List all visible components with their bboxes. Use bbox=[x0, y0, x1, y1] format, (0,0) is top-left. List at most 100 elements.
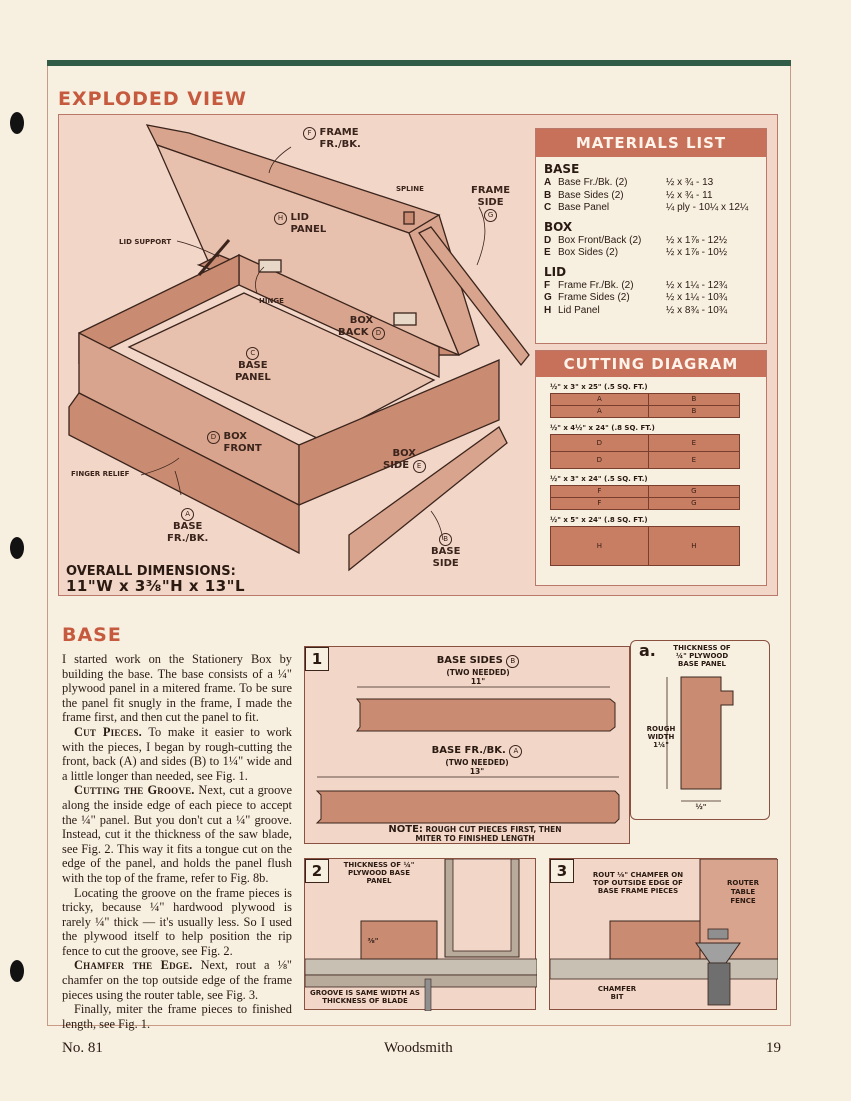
part-name: Base Panel bbox=[558, 202, 610, 213]
fig1-frbk-block: BASE FR./BK. A (TWO NEEDED) 13" bbox=[417, 745, 537, 776]
part-name: Frame Fr./Bk. (2) bbox=[558, 279, 634, 291]
cutting-title: CUTTING DIAGRAM bbox=[536, 351, 766, 377]
board-piece: G bbox=[691, 499, 697, 507]
part-letter: A bbox=[544, 177, 552, 188]
paragraph-text: Next, rout a ⅛" chamfer on the top outsi… bbox=[62, 958, 292, 1002]
fig1-sides-label: BASE SIDES bbox=[436, 655, 503, 666]
part-letter: D bbox=[544, 234, 552, 246]
figure-1: 1 BASE SIDES B (TWO NEEDED) 11" BASE FR.… bbox=[304, 646, 630, 844]
part-letter: F bbox=[544, 279, 551, 291]
part-name: Base Sides (2) bbox=[558, 189, 624, 201]
board-piece: D bbox=[551, 452, 649, 468]
label-box-side: BOX SIDE E bbox=[383, 448, 426, 473]
figure-number: 3 bbox=[550, 859, 574, 883]
run-in-head: Cut Pieces. bbox=[74, 724, 142, 739]
board-label: ½" x 3" x 25" (.5 SQ. FT.) bbox=[550, 383, 648, 391]
binder-hole bbox=[10, 960, 24, 982]
figure-2: 2 THICKNESS OF ¼" PLYWOOD BASE PANEL ⅜" … bbox=[304, 858, 537, 1011]
label-text: FRAME SIDE bbox=[471, 185, 511, 208]
label-text: BOX SIDE bbox=[383, 448, 417, 471]
label-finger-relief: FINGER RELIEF bbox=[71, 470, 130, 478]
overall-dimensions: OVERALL DIMENSIONS: 11"W x 3⅜"H x 13"L bbox=[66, 564, 245, 594]
fig3-bit-label: CHAMFER BIT bbox=[597, 985, 637, 1001]
board-piece: A bbox=[551, 394, 649, 405]
part-size: ½ x 1⅞ - 12½ bbox=[666, 234, 728, 246]
part-letter: D bbox=[371, 327, 385, 340]
board-piece: H bbox=[691, 542, 697, 550]
figure-3: 3 ROUT ⅛" CHAMFER ON TOP OUTSIDE EDGE OF… bbox=[549, 858, 778, 1010]
run-in-head: Cutting the Groove. bbox=[74, 783, 195, 798]
figure-1a-drawing bbox=[666, 676, 734, 802]
fig2-thickness: THICKNESS OF ¼" PLYWOOD BASE PANEL bbox=[343, 861, 415, 885]
part-size: ¼ ply - 10¼ x 12¼ bbox=[666, 202, 749, 213]
part-size: ½ x 1¼ - 10¾ bbox=[666, 292, 728, 303]
part-size: ½ x ¾ - 13 bbox=[666, 177, 714, 188]
fig1-sides-title: BASE SIDES B bbox=[423, 655, 533, 668]
part-name: Box Sides (2) bbox=[558, 247, 619, 258]
materials-row: B Base Sides (2) ½ x ¾ - 11 bbox=[536, 190, 766, 203]
paragraph: I started work on the Stationery Box by … bbox=[62, 652, 292, 725]
fig1-frbk-needed: (TWO NEEDED) bbox=[445, 758, 509, 767]
paragraph: Finally, miter the frame pieces to finis… bbox=[62, 1002, 292, 1031]
figure-3-drawing bbox=[550, 859, 778, 1006]
board-label: ½" x 5" x 24" (.8 SQ. FT.) bbox=[550, 516, 648, 524]
part-letter: B bbox=[439, 533, 453, 546]
paragraph: Locating the groove on the frame pieces … bbox=[62, 885, 292, 958]
fig2-note: GROOVE IS SAME WIDTH AS THICKNESS OF BLA… bbox=[307, 989, 423, 1005]
figure-1a: a. THICKNESS OF ¼" PLYWOOD BASE PANEL RO… bbox=[630, 640, 770, 820]
part-letter: C bbox=[246, 347, 260, 360]
overall-title: OVERALL DIMENSIONS: bbox=[66, 564, 236, 579]
materials-group-title: BOX bbox=[544, 219, 573, 234]
fig1a-rough-width: ROUGH WIDTH 1¼" bbox=[646, 725, 676, 749]
paragraph: Chamfer the Edge. Next, rout a ⅛" chamfe… bbox=[62, 958, 292, 1002]
fig1-frbk-length: 13" bbox=[469, 767, 485, 776]
part-letter: C bbox=[544, 202, 552, 213]
board-piece: E bbox=[691, 456, 697, 464]
label-text: BOX BACK bbox=[338, 315, 374, 338]
board-piece: D bbox=[551, 435, 649, 451]
label-frame-frbk: F FRAME FR./BK. bbox=[303, 127, 361, 151]
footer-page-number: 19 bbox=[766, 1040, 781, 1056]
figure-number: 1 bbox=[305, 647, 329, 671]
base-heading: BASE bbox=[62, 624, 122, 646]
board-label: ½" x 3" x 24" (.5 SQ. FT.) bbox=[550, 475, 648, 483]
part-letter: H bbox=[274, 212, 287, 225]
label-lid-panel: H LID PANEL bbox=[274, 212, 326, 236]
board-piece: E bbox=[691, 439, 697, 447]
label-hinge: HINGE bbox=[259, 297, 284, 305]
fig3-fence-label: ROUTER TABLE FENCE bbox=[727, 879, 759, 905]
footer-issue: No. 81 bbox=[62, 1040, 103, 1056]
label-text: BASE SIDE bbox=[431, 546, 461, 569]
part-letter: F bbox=[303, 127, 316, 140]
board-piece: F bbox=[551, 498, 649, 509]
part-letter: A bbox=[181, 508, 195, 521]
label-text: BASE FR./BK. bbox=[167, 521, 209, 544]
part-letter: B bbox=[544, 189, 552, 201]
part-letter: B bbox=[506, 655, 520, 668]
fig1-note: NOTE: ROUGH CUT PIECES FIRST, THEN MITER… bbox=[385, 825, 565, 844]
part-letter: D bbox=[207, 431, 220, 444]
fig1a-thickness: THICKNESS OF ¼" PLYWOOD BASE PANEL bbox=[673, 644, 731, 668]
board-label: ½" x 4½" x 24" (.8 SQ. FT.) bbox=[550, 424, 655, 432]
fig3-rout-note: ROUT ⅛" CHAMFER ON TOP OUTSIDE EDGE OF B… bbox=[592, 871, 684, 895]
fig1-sides-block: BASE SIDES B (TWO NEEDED) 11" bbox=[423, 655, 533, 686]
part-letter: E bbox=[544, 247, 551, 258]
article-body: I started work on the Stationery Box by … bbox=[62, 652, 292, 1031]
figure-2-drawing bbox=[305, 859, 537, 1011]
label-box-back: BOX BACK D bbox=[338, 315, 385, 340]
part-size: ½ x ¾ - 11 bbox=[666, 189, 713, 201]
materials-group-title: LID bbox=[544, 264, 567, 279]
fig1-sides-length: 11" bbox=[470, 677, 486, 686]
board-piece: A bbox=[551, 406, 649, 417]
